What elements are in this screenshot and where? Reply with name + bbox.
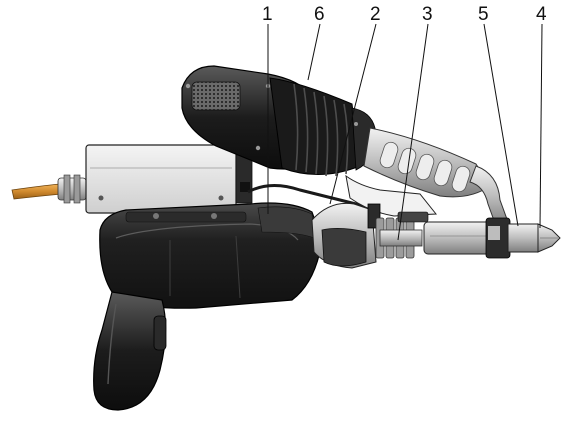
leader-5 <box>483 23 519 227</box>
callout-labels: 1 6 2 3 5 4 <box>262 4 547 25</box>
air-intake-grill <box>191 81 241 111</box>
main-housing <box>99 202 323 309</box>
leader-lines <box>267 23 543 241</box>
callout-5: 5 <box>478 4 489 25</box>
hot-air-blower <box>181 65 377 177</box>
leader-2 <box>329 23 377 205</box>
pistol-handle <box>93 291 167 411</box>
callout-6: 6 <box>314 4 325 25</box>
callout-3: 3 <box>422 4 433 25</box>
callout-1: 1 <box>262 4 273 25</box>
leader-6 <box>307 23 321 81</box>
power-cable <box>247 184 373 210</box>
extrusion-barrel <box>311 202 511 269</box>
control-box <box>85 144 253 214</box>
callout-2: 2 <box>370 4 381 25</box>
leader-3 <box>397 23 429 241</box>
leader-4 <box>539 23 543 229</box>
callout-4: 4 <box>536 4 547 25</box>
welding-shoe <box>507 223 561 253</box>
wire-inlet-tube <box>11 174 87 204</box>
